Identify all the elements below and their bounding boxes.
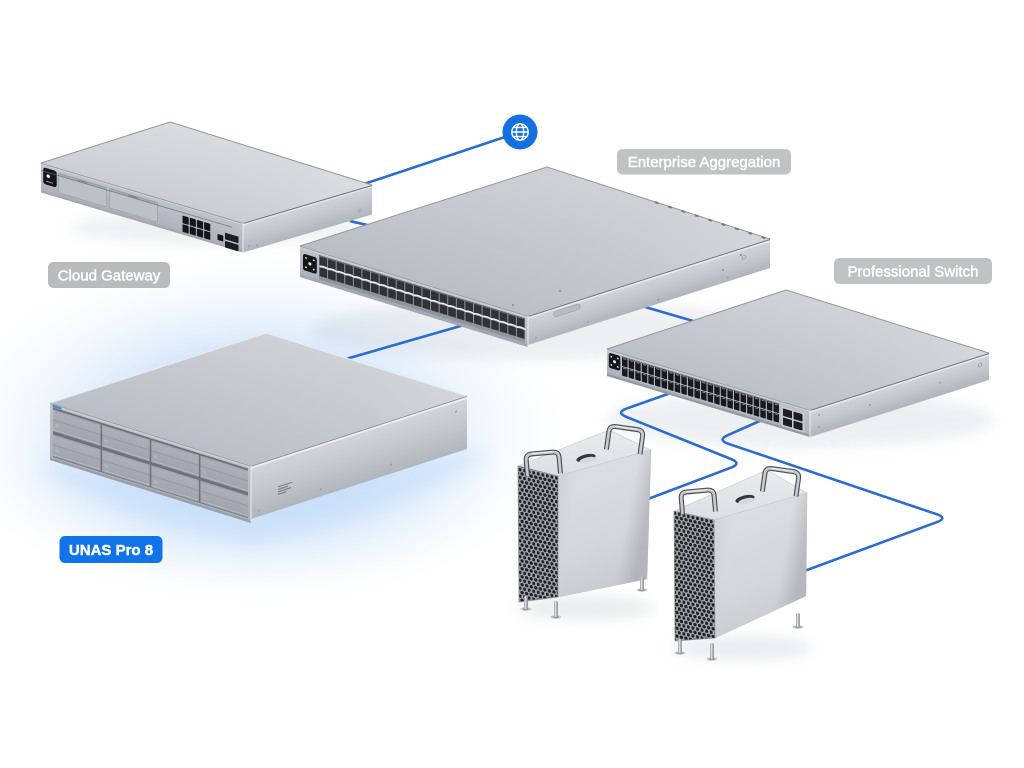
svg-text:Enterprise Aggregation: Enterprise Aggregation [628,154,781,171]
svg-text:Cloud Gateway: Cloud Gateway [58,267,161,284]
svg-text:Professional Switch: Professional Switch [848,263,979,280]
svg-text:UNAS Pro 8: UNAS Pro 8 [69,542,153,559]
